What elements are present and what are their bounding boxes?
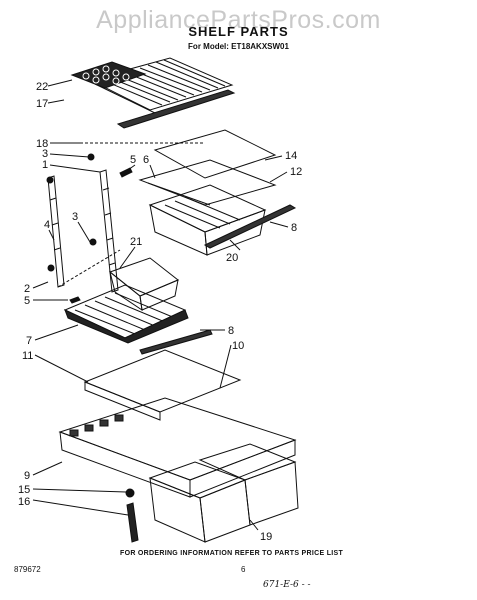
- callout-14: 14: [285, 150, 297, 162]
- callout-2: 2: [24, 283, 30, 295]
- callout-5: 5: [130, 154, 136, 166]
- callout-3: 3: [42, 148, 48, 160]
- crisper-drawer: [198, 443, 299, 526]
- callout-10: 10: [232, 340, 244, 352]
- callout-labels: 22 17 18 3 1 5 6 14 12 8 20 21 4 3 2 5 7…: [18, 81, 302, 543]
- drawer-knob: [125, 488, 139, 543]
- pan-rail: [203, 204, 297, 249]
- callout-9: 9: [24, 470, 30, 482]
- glass-cover: [153, 129, 277, 179]
- callout-8: 8: [228, 325, 234, 337]
- callout-6: 6: [143, 154, 149, 166]
- callout-1: 1: [42, 159, 48, 171]
- wire-shelf: [63, 284, 189, 344]
- shelf-bin: [108, 257, 179, 312]
- callout-3: 3: [72, 211, 78, 223]
- callout-7: 7: [26, 335, 32, 347]
- page-code: 879672: [14, 565, 41, 574]
- callout-12: 12: [290, 166, 302, 178]
- bracket-bolt: [69, 153, 133, 304]
- page-title: SHELF PARTS: [188, 24, 289, 39]
- leader-lines: [32, 79, 289, 531]
- callout-20: 20: [226, 252, 238, 264]
- callout-11: 11: [22, 350, 33, 362]
- callout-16: 16: [18, 496, 30, 508]
- footer-note: FOR ORDERING INFORMATION REFER TO PARTS …: [120, 550, 344, 557]
- model-line: For Model: ET18AKXSW01: [188, 42, 289, 51]
- page-number: 6: [241, 565, 246, 574]
- shelf-bracket: [99, 169, 119, 293]
- callout-8: 8: [291, 222, 297, 234]
- crisper-drawer: [148, 461, 251, 543]
- cover-frame: [138, 159, 277, 206]
- shelf-bracket: [46, 175, 65, 288]
- crisper-cover: [83, 349, 242, 421]
- callout-22: 22: [36, 81, 48, 93]
- callout-21: 21: [130, 236, 142, 248]
- crisper-frame: [58, 397, 297, 498]
- callout-19: 19: [260, 531, 272, 543]
- meat-pan: [148, 184, 267, 256]
- crisper-rail: [139, 329, 213, 355]
- leader-line: [57, 249, 121, 288]
- callout-18: 18: [36, 138, 48, 150]
- egg-tray: [70, 61, 147, 89]
- callout-15: 15: [18, 484, 30, 496]
- callout-4: 4: [44, 219, 50, 231]
- watermark: AppliancePartsPros.com: [96, 6, 381, 34]
- handwritten-note: 671-E-6 - -: [263, 580, 311, 590]
- callout-5: 5: [24, 295, 30, 307]
- callout-17: 17: [36, 98, 48, 110]
